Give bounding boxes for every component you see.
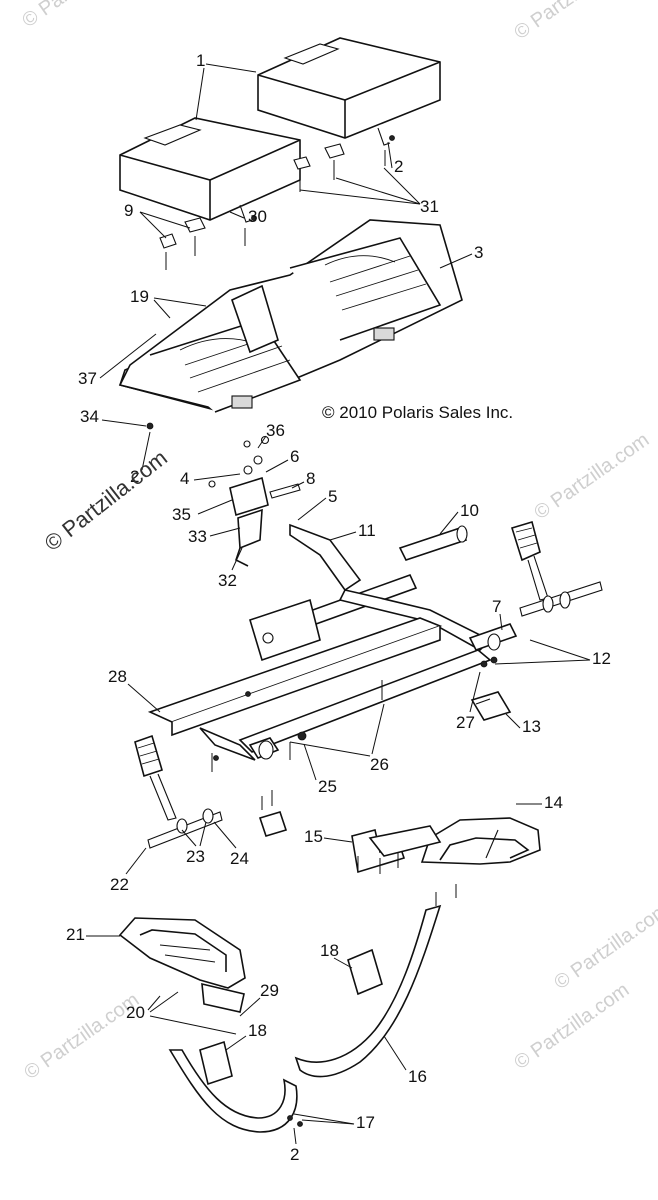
callout-16: 16 xyxy=(408,1067,427,1086)
callout-5: 5 xyxy=(328,487,337,506)
callout-31: 31 xyxy=(420,197,439,216)
callout-32: 32 xyxy=(218,571,237,590)
callout-12: 12 xyxy=(592,649,611,668)
corner-watermarks: © Partzilla.com © Partzilla.com © Partzi… xyxy=(18,0,658,1084)
seat-back-panel xyxy=(168,904,442,1133)
bracket-center xyxy=(258,811,288,837)
grab-handle-left xyxy=(118,917,246,1013)
callout-33: 33 xyxy=(188,527,207,546)
callout-9: 9 xyxy=(124,201,133,220)
watermark-mid-right: © Partzilla.com xyxy=(530,429,653,524)
watermark-low-right: © Partzilla.com xyxy=(550,899,658,994)
latch-assembly xyxy=(146,422,301,567)
seat-brackets xyxy=(159,127,395,270)
seat-base xyxy=(118,219,463,413)
callout-18: 18 xyxy=(320,941,339,960)
callout-2-second: 2 xyxy=(130,467,139,486)
copyright-text: © 2010 Polaris Sales Inc. xyxy=(322,403,513,422)
bracket-13 xyxy=(470,691,512,721)
callout-2-third: 2 xyxy=(290,1145,299,1164)
callout-22: 22 xyxy=(110,875,129,894)
callout-37: 37 xyxy=(78,369,97,388)
callout-25: 25 xyxy=(318,777,337,796)
callout-20: 20 xyxy=(126,1003,145,1022)
callout-29: 29 xyxy=(260,981,279,1000)
seat-cushion-right xyxy=(257,37,441,139)
callout-35: 35 xyxy=(172,505,191,524)
callout-30: 30 xyxy=(248,207,267,226)
callout-1: 1 xyxy=(196,51,205,70)
callout-6: 6 xyxy=(290,447,299,466)
callout-26: 26 xyxy=(370,755,389,774)
watermark-bottom-right: © Partzilla.com xyxy=(510,979,633,1074)
callout-3: 3 xyxy=(474,243,483,262)
bolts xyxy=(211,656,498,906)
seat-cushion-left xyxy=(119,117,301,221)
partzilla-watermark: © Partzilla.com xyxy=(40,445,172,556)
callout-17: 17 xyxy=(356,1113,375,1132)
callout-7: 7 xyxy=(492,597,501,616)
callout-labels: 1 2 3 4 5 6 7 8 9 10 11 12 13 14 15 xyxy=(66,51,611,1164)
callout-23: 23 xyxy=(186,847,205,866)
seat-frame-main xyxy=(147,598,518,761)
callout-24: 24 xyxy=(230,849,249,868)
callout-4: 4 xyxy=(180,469,189,488)
callout-8: 8 xyxy=(306,469,315,488)
watermark-top-right: © Partzilla.com xyxy=(510,0,633,44)
watermark-top-left: © Partzilla.com xyxy=(18,0,141,32)
watermark-bottom-left: © Partzilla.com xyxy=(20,989,143,1084)
seat-belt-buckle-right xyxy=(510,520,603,617)
callout-2: 2 xyxy=(394,157,403,176)
callout-34: 34 xyxy=(80,407,99,426)
callout-15: 15 xyxy=(304,827,323,846)
grab-handle-right xyxy=(368,817,541,865)
callout-13: 13 xyxy=(522,717,541,736)
seat-belt-buckle-left xyxy=(134,734,223,849)
callout-18-second: 18 xyxy=(248,1021,267,1040)
callout-21: 21 xyxy=(66,925,85,944)
callout-11: 11 xyxy=(358,521,376,540)
callout-36: 36 xyxy=(266,421,285,440)
callout-14: 14 xyxy=(544,793,563,812)
callout-28: 28 xyxy=(108,667,127,686)
callout-10: 10 xyxy=(460,501,479,520)
callout-19: 19 xyxy=(130,287,149,306)
callout-27: 27 xyxy=(456,713,475,732)
